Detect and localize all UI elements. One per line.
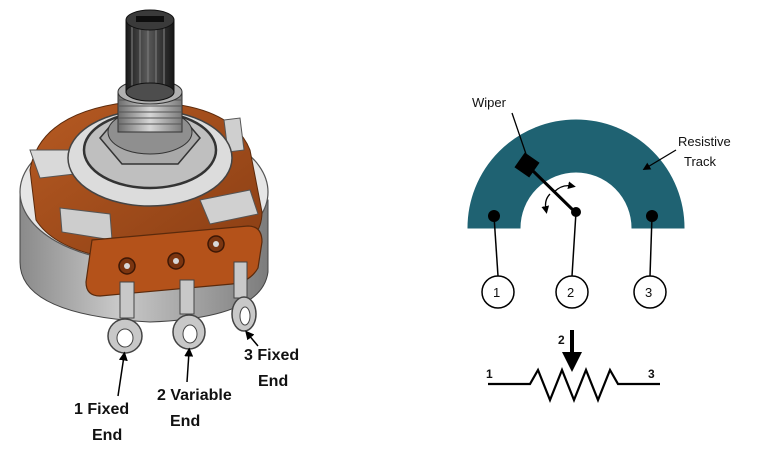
pin3-label-line1: 3 Fixed bbox=[244, 347, 299, 364]
pin3-pointer bbox=[245, 330, 259, 347]
terminal-lead-1 bbox=[493, 215, 499, 277]
terminal-number-2: 2 bbox=[567, 285, 574, 300]
terminal-lead-3 bbox=[649, 215, 653, 277]
pot-shaft bbox=[125, 19, 175, 93]
schematic-wiper-arrow-head bbox=[562, 352, 582, 372]
terminal-lead-2 bbox=[571, 211, 577, 277]
pot-shaft-slot bbox=[136, 16, 164, 22]
potentiometer-illustration: 1 Fixed End 2 Variable End 3 Fixed End bbox=[19, 9, 299, 444]
pin3-label-line2: End bbox=[258, 373, 288, 390]
pot-clamp-right bbox=[199, 189, 259, 225]
wiper-rotation-arrow-1 bbox=[553, 181, 576, 193]
track-diagram: Wiper Resistive Track 1 2 3 bbox=[467, 95, 731, 309]
wiper-arm bbox=[528, 166, 577, 214]
pot-shaft-knurl bbox=[131, 22, 165, 90]
wiper-contact bbox=[514, 152, 540, 178]
schematic-label-3: 3 bbox=[648, 367, 655, 381]
track-label-line2: Track bbox=[684, 154, 717, 169]
terminal-number-3: 3 bbox=[645, 285, 652, 300]
terminal-circle-1 bbox=[481, 275, 515, 309]
pin1-label-line2: End bbox=[92, 427, 122, 444]
pot-shaft-base bbox=[125, 82, 175, 102]
pin2-label-line1: 2 Variable bbox=[157, 387, 232, 404]
track-label-line1: Resistive bbox=[678, 134, 731, 149]
pin1-pointer bbox=[117, 351, 128, 397]
terminal-circle-3 bbox=[633, 275, 667, 309]
resistor-zigzag bbox=[488, 367, 660, 403]
pin2-pointer bbox=[184, 347, 194, 383]
pot-terminal-lug-1 bbox=[107, 281, 143, 354]
pin2-label-line2: End bbox=[170, 413, 200, 430]
terminal-number-1: 1 bbox=[493, 285, 500, 300]
schematic-symbol: 1 2 3 bbox=[486, 330, 660, 403]
resistive-track bbox=[467, 119, 685, 229]
wiper-label: Wiper bbox=[472, 95, 507, 110]
schematic-label-2: 2 bbox=[558, 333, 565, 347]
track-pointer bbox=[642, 149, 677, 171]
schematic-label-1: 1 bbox=[486, 367, 493, 381]
wiper-pointer bbox=[511, 112, 527, 155]
pot-terminal-lug-3 bbox=[231, 261, 257, 332]
pot-terminal-lug-2 bbox=[172, 279, 206, 350]
pot-bushing-threads bbox=[118, 99, 182, 125]
wiper-rotation-arrow-2 bbox=[541, 193, 551, 214]
pin1-label-line1: 1 Fixed bbox=[74, 401, 129, 418]
terminal-circle-2 bbox=[555, 275, 589, 309]
